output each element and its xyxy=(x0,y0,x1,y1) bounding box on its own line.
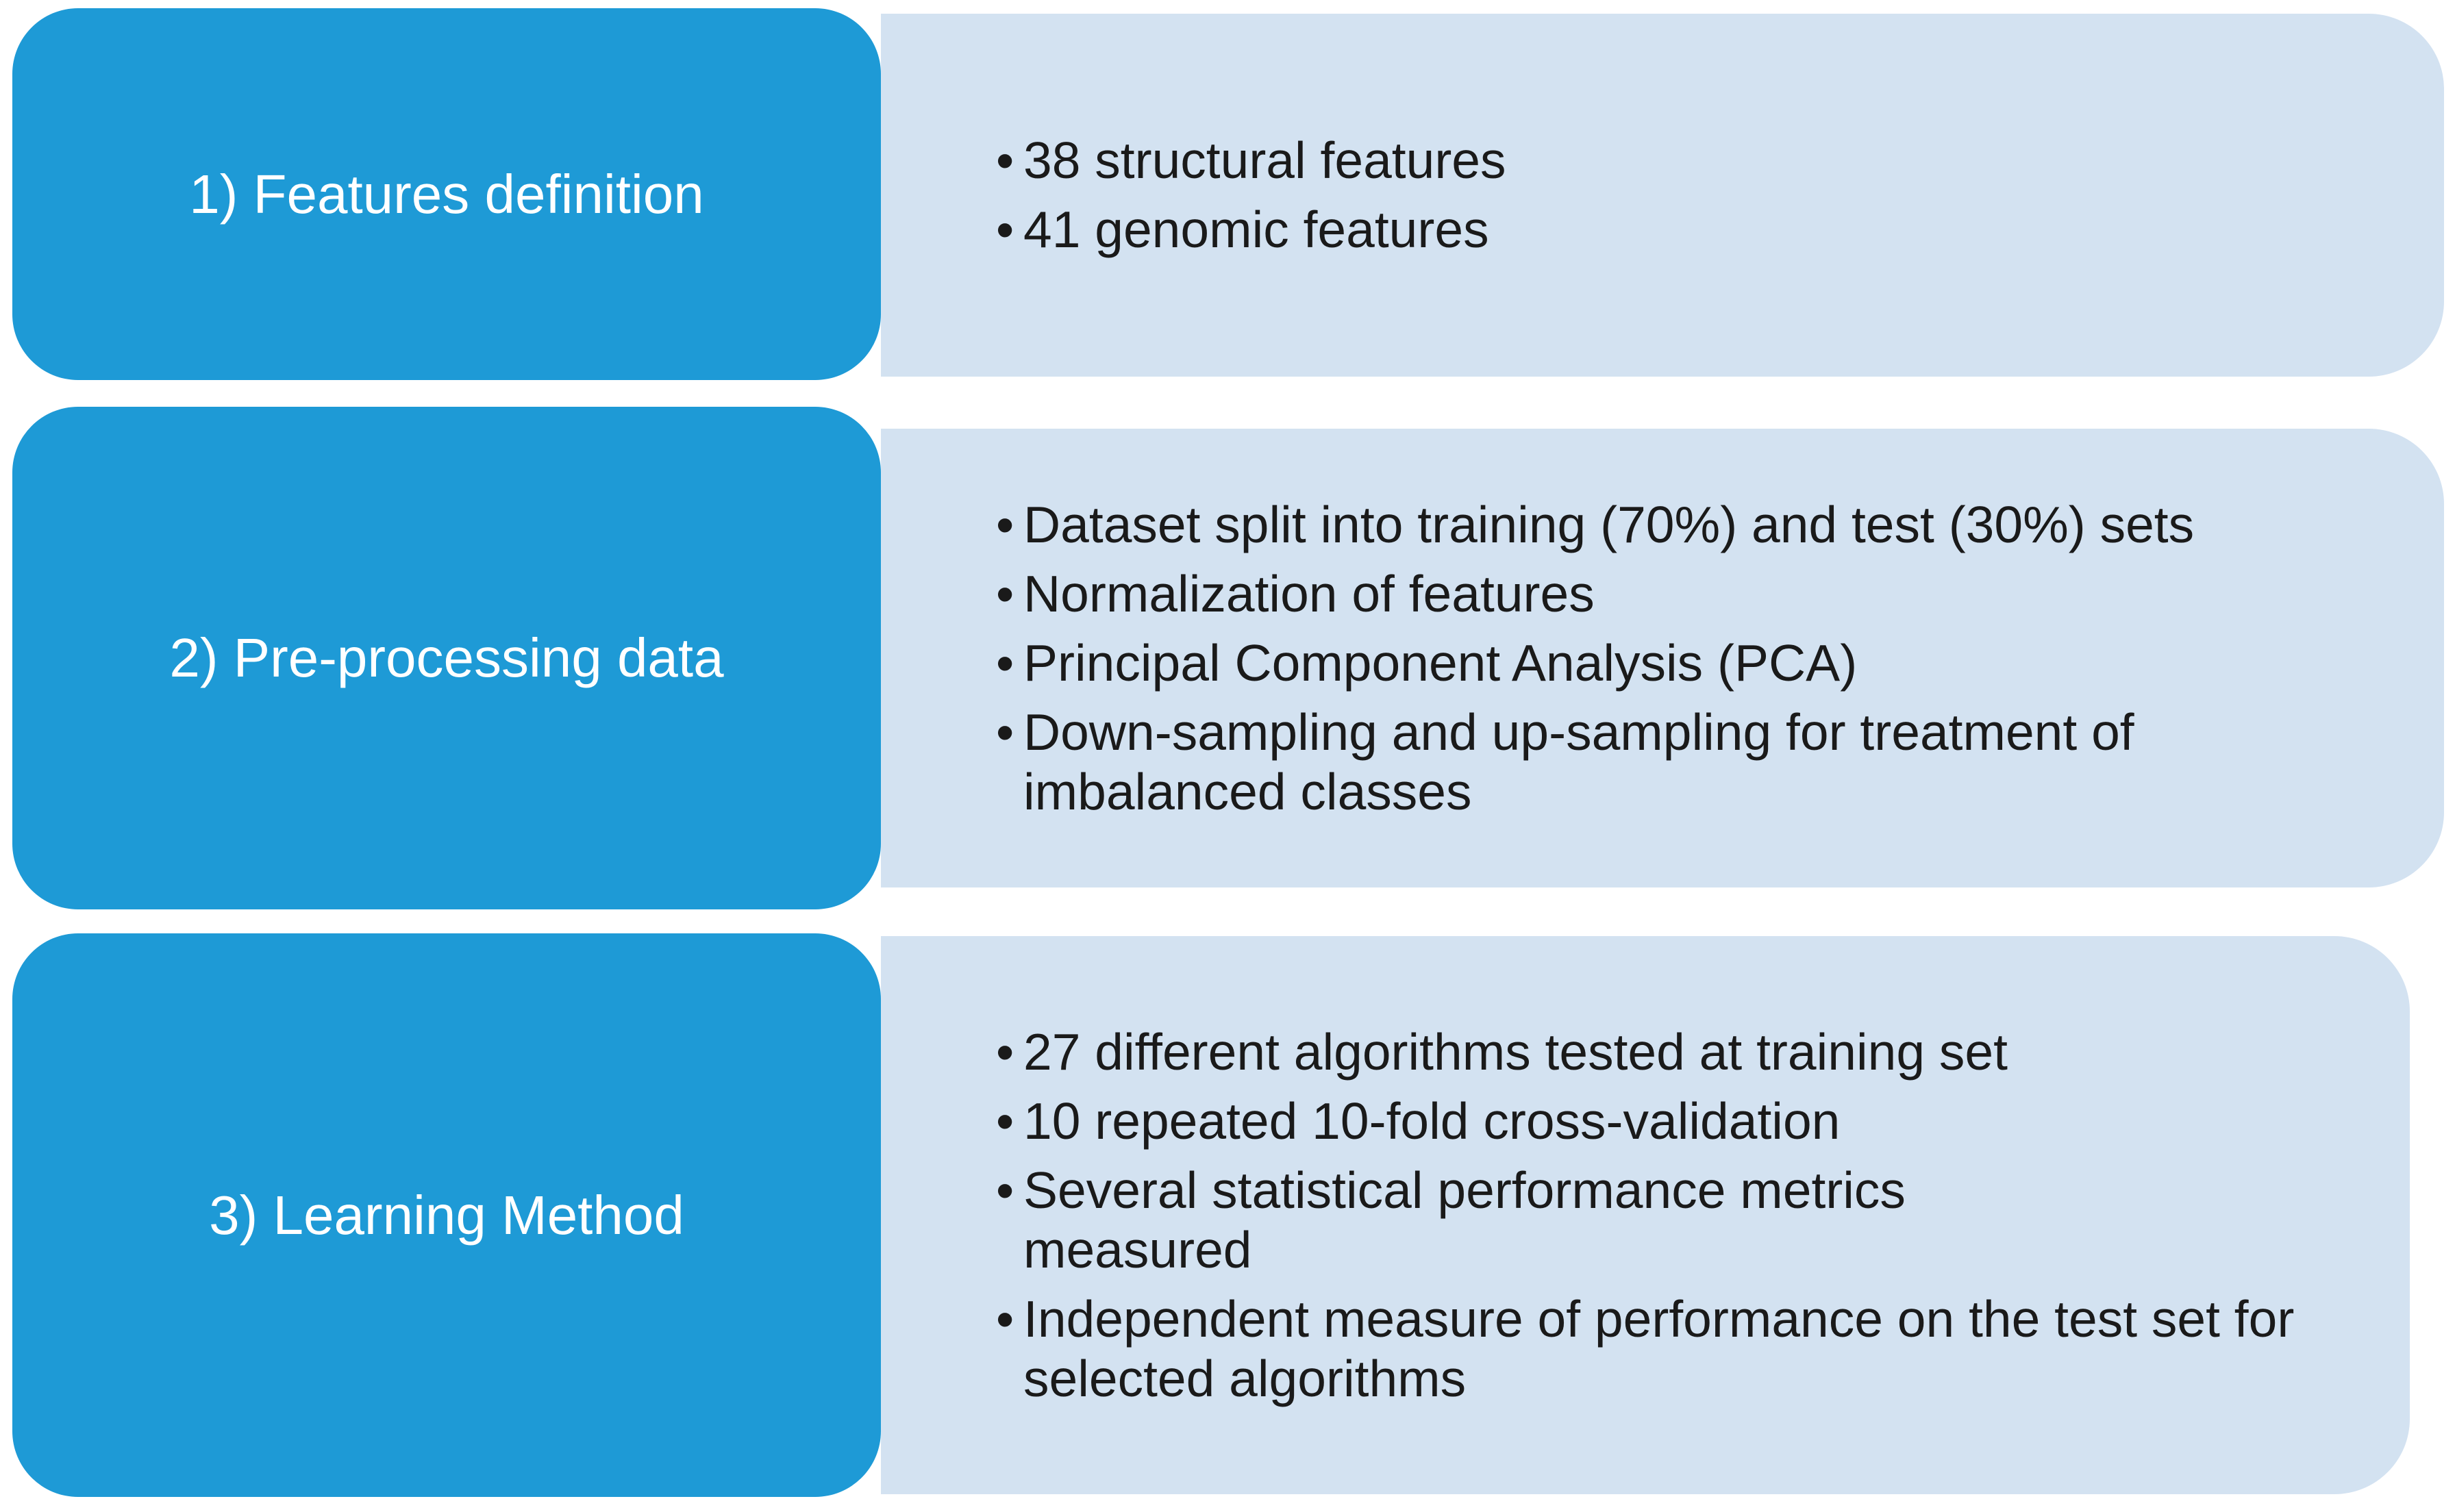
step-2-label: 2) Pre-processing data xyxy=(169,627,724,688)
step-3-detail-text: Independent measure of performance on th… xyxy=(1023,1289,2295,1407)
bullet-icon: • xyxy=(996,201,1014,258)
bullet-icon: • xyxy=(996,131,1014,189)
step-1-box: 1) Features definition xyxy=(12,8,881,380)
bullet-icon: • xyxy=(996,495,1014,553)
step-2-detail-text: Dataset split into training (70%) and te… xyxy=(1023,495,2195,553)
step-2-detail-text: Normalization of features xyxy=(1023,564,1595,622)
step-3-detail-item: •27 different algorithms tested at train… xyxy=(996,1022,2297,1082)
bullet-icon: • xyxy=(996,1289,1014,1348)
step-2-detail-text: Principal Component Analysis (PCA) xyxy=(1023,633,1858,692)
step-3-detail-text: Several statistical performance metrics … xyxy=(1023,1161,1906,1278)
bullet-icon: • xyxy=(996,1092,1014,1150)
step-2-details-list: •Dataset split into training (70%) and t… xyxy=(996,495,2325,822)
step-2-detail-item: •Principal Component Analysis (PCA) xyxy=(996,633,2297,693)
step-3-detail-item: •10 repeated 10-fold cross-validation xyxy=(996,1092,2297,1151)
step-2-detail-text: Down-sampling and up-sampling for treatm… xyxy=(1023,703,2134,820)
step-3-details-box: •27 different algorithms tested at train… xyxy=(881,936,2410,1494)
step-3-detail-text: 27 different algorithms tested at traini… xyxy=(1023,1022,2008,1081)
bullet-icon: • xyxy=(996,564,1014,622)
bullet-icon: • xyxy=(996,1161,1014,1219)
step-1-label: 1) Features definition xyxy=(189,163,704,225)
bullet-icon: • xyxy=(996,1022,1014,1081)
step-1-details-box: •38 structural features •41 genomic feat… xyxy=(881,14,2444,377)
step-1-detail-text: 41 genomic features xyxy=(1023,201,1489,258)
step-1-detail-item: •41 genomic features xyxy=(996,200,1506,260)
step-2-detail-item: •Down-sampling and up-sampling for treat… xyxy=(996,703,2325,822)
step-2-box: 2) Pre-processing data xyxy=(12,407,881,909)
step-3-detail-text: 10 repeated 10-fold cross-validation xyxy=(1023,1092,1841,1150)
step-1-detail-text: 38 structural features xyxy=(1023,131,1506,189)
step-1-details-list: •38 structural features •41 genomic feat… xyxy=(996,131,1506,260)
step-2-details-box: •Dataset split into training (70%) and t… xyxy=(881,429,2444,887)
step-2-detail-item: •Dataset split into training (70%) and t… xyxy=(996,495,2256,555)
step-3-label: 3) Learning Method xyxy=(209,1184,684,1246)
step-3-detail-item: •Several statistical performance metrics… xyxy=(996,1161,2065,1280)
step-3-details-list: •27 different algorithms tested at train… xyxy=(996,1022,2325,1409)
step-2-detail-item: •Normalization of features xyxy=(996,564,2297,624)
step-3-detail-item: •Independent measure of performance on t… xyxy=(996,1289,2325,1409)
bullet-icon: • xyxy=(996,633,1014,692)
step-3-box: 3) Learning Method xyxy=(12,933,881,1497)
step-1-detail-item: •38 structural features xyxy=(996,131,1506,190)
bullet-icon: • xyxy=(996,703,1014,761)
